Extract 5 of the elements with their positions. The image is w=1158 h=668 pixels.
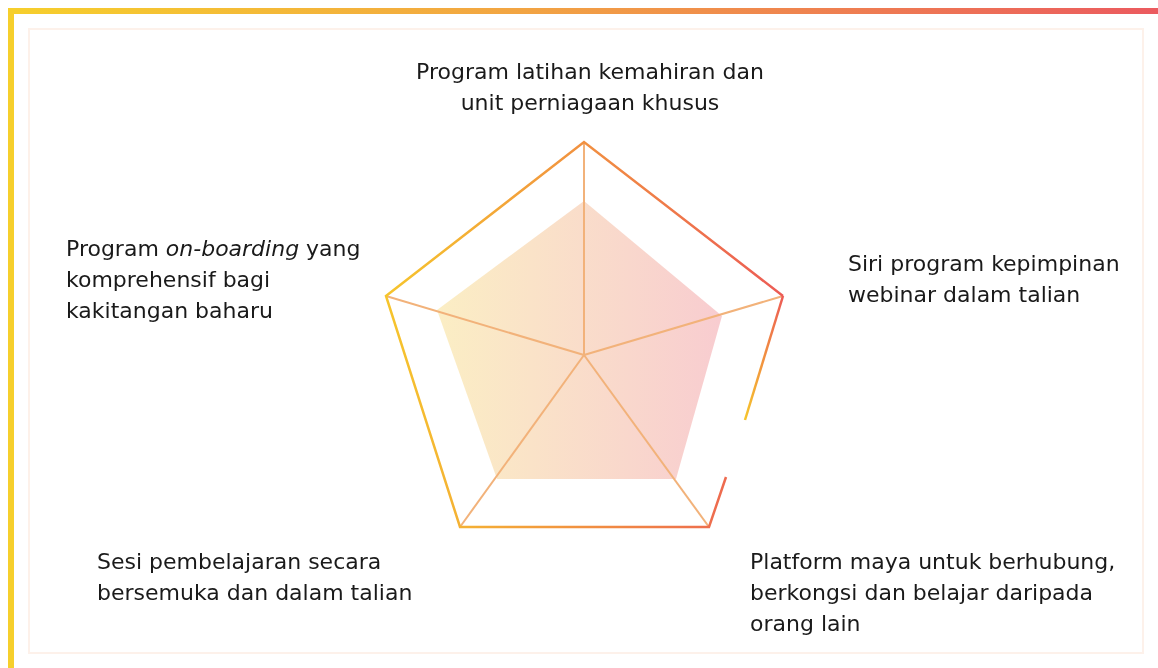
axis-label: Platform maya untuk berhubung, berkongsi dan belajar daripada orang lain xyxy=(750,548,1117,638)
axis-label: Sesi pembelajaran secara bersemuka dan dalam talian xyxy=(97,548,414,607)
axis-label: Siri program kepimpinan webinar dalam talian xyxy=(848,250,1121,309)
axis-label: Program latihan kemahiran dan unit perniagaan khusus xyxy=(415,58,765,117)
axis-label: Program on-boarding yang komprehensif bagi kakitangan baharu xyxy=(66,235,362,325)
